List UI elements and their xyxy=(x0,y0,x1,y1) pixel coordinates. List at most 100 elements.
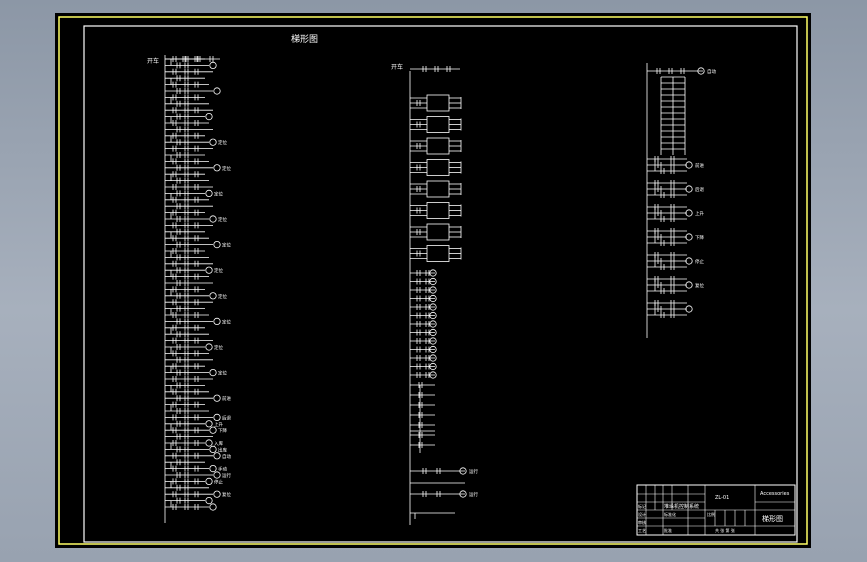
coil xyxy=(685,209,693,217)
coil xyxy=(685,185,693,193)
left-coil-label: 上升 xyxy=(214,421,223,428)
right-coil-label: 上升 xyxy=(695,210,704,217)
left-coil-label: 停止 xyxy=(214,478,223,485)
right-coil-label: 自动 xyxy=(707,68,716,75)
left-start-label: 开车 xyxy=(147,57,159,65)
coil xyxy=(685,305,693,313)
outer-frame xyxy=(58,16,808,545)
left-coil-label: 复位 xyxy=(222,491,231,498)
coil xyxy=(205,477,213,485)
left-coil-label: 自动 xyxy=(222,453,231,460)
coil xyxy=(429,371,437,379)
coil xyxy=(209,445,217,453)
coil xyxy=(429,269,437,277)
coil xyxy=(459,467,467,475)
right-coil-label: 前进 xyxy=(695,162,704,169)
coil xyxy=(213,241,221,249)
coil xyxy=(213,394,221,402)
coil xyxy=(429,294,437,303)
left-coil-label: 前进 xyxy=(222,395,231,402)
coil xyxy=(685,233,693,241)
drawing-title: 梯形图 xyxy=(291,33,318,45)
left-coil-label: 运行 xyxy=(222,472,231,479)
title-block-label-2: 审核 xyxy=(638,519,646,525)
coil xyxy=(205,420,213,428)
title-block-label-0: 标记 xyxy=(638,503,646,509)
coil xyxy=(205,439,213,447)
coil xyxy=(209,292,217,300)
coil xyxy=(205,266,213,274)
middle-start-label: 开车 xyxy=(391,63,403,71)
left-coil-label: 入库 xyxy=(214,440,223,447)
function-block xyxy=(426,116,450,133)
coil xyxy=(205,113,213,121)
coil xyxy=(213,471,221,479)
coil xyxy=(209,368,217,377)
left-coil-label: 手动 xyxy=(218,466,227,473)
function-block xyxy=(426,202,450,219)
function-block xyxy=(426,137,450,155)
title-block-label-5: 批准 xyxy=(664,527,672,533)
middle-coil-label: 运行 xyxy=(469,491,478,498)
left-coil-label: 定位 xyxy=(214,190,223,197)
title-block-label-1: 设计 xyxy=(638,511,646,517)
middle-coil-label: 运行 xyxy=(469,468,478,475)
coil xyxy=(429,320,437,328)
left-coil-label: 下降 xyxy=(218,427,227,434)
title-block-title: 梯形图 xyxy=(762,514,783,523)
left-coil-label: 定位 xyxy=(218,293,227,300)
coil xyxy=(205,189,213,197)
coil xyxy=(213,317,221,325)
function-block xyxy=(426,94,450,112)
ladder-diagram-drawing: 梯形图 开车 开车 定位定位定位定位定位定位定位定位定位定位前进后退上升下降入库… xyxy=(58,16,808,545)
coil xyxy=(429,303,437,311)
title-block-sheet: 共 张 第 张 xyxy=(715,527,735,533)
coil xyxy=(209,464,217,473)
coil xyxy=(697,67,705,75)
ladder-left: 定位定位定位定位定位定位定位定位定位定位前进后退上升下降入库出库自动手动运行停止… xyxy=(164,55,231,523)
coil xyxy=(213,452,221,460)
coil xyxy=(685,161,693,169)
title-block-drawing-no: ZL-01 xyxy=(715,495,729,501)
function-block xyxy=(426,223,450,241)
right-coil-label: 停止 xyxy=(695,258,704,265)
coil xyxy=(209,426,217,434)
left-coil-label: 定位 xyxy=(222,242,231,249)
coil xyxy=(429,362,437,371)
coil xyxy=(213,490,221,498)
coil xyxy=(429,345,437,354)
coil xyxy=(459,490,467,498)
function-block xyxy=(426,245,450,262)
coil xyxy=(429,277,437,286)
coil xyxy=(205,343,213,351)
title-block-mid-label: 堆垛机控制系统 xyxy=(664,503,699,510)
coil xyxy=(209,503,217,511)
coil xyxy=(213,164,221,172)
left-coil-label: 定位 xyxy=(218,139,227,146)
coil xyxy=(429,286,437,294)
left-coil-label: 后退 xyxy=(222,414,231,421)
title-block-label-4: 标准化 xyxy=(664,511,676,517)
left-coil-label: 定位 xyxy=(218,216,227,223)
left-coil-label: 定位 xyxy=(214,344,223,351)
right-coil-label: 后退 xyxy=(695,186,704,193)
title-block-label-3: 工艺 xyxy=(638,528,646,533)
left-coil-label: 定位 xyxy=(214,267,223,274)
title-block-company: Accessories xyxy=(760,491,790,497)
coil xyxy=(429,328,437,337)
function-block xyxy=(426,159,450,176)
inner-frame xyxy=(83,25,798,543)
coil xyxy=(205,496,213,505)
right-coil-label: 下降 xyxy=(695,234,704,241)
left-coil-label: 出库 xyxy=(218,446,227,453)
coil xyxy=(213,413,221,421)
coil xyxy=(685,281,693,289)
coil xyxy=(209,138,217,146)
coil xyxy=(429,354,437,362)
function-block xyxy=(426,180,450,198)
title-block-scale: 比例 xyxy=(707,511,715,517)
coil xyxy=(429,311,437,320)
left-coil-label: 定位 xyxy=(222,165,231,172)
left-coil-label: 定位 xyxy=(218,370,227,377)
